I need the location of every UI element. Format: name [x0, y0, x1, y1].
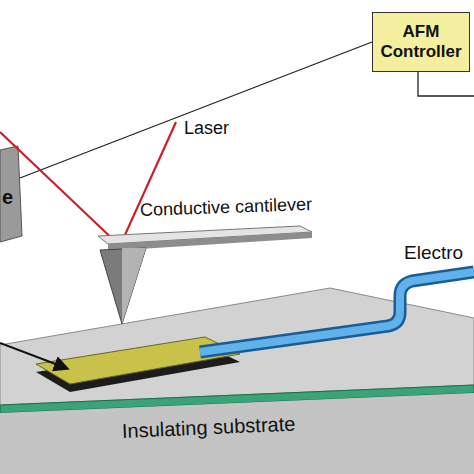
laser-label: Laser	[184, 118, 229, 139]
electrode-wire	[200, 272, 474, 352]
substrate-front	[0, 393, 474, 474]
controller-box: AFM Controller	[372, 12, 470, 72]
tip-left	[100, 248, 146, 324]
electrode-core	[200, 272, 474, 352]
pointer-arrow	[0, 343, 66, 368]
tip-right	[122, 248, 146, 324]
box-text: AFM Controller	[377, 22, 465, 61]
electrode-lead	[418, 72, 474, 96]
photodetector	[0, 146, 22, 242]
laser-beam	[0, 122, 176, 246]
detector-fragment: e	[2, 186, 13, 209]
sample-top	[36, 337, 240, 384]
electrode-label: Electro	[404, 242, 463, 264]
cantilever-label: Conductive cantilever	[140, 194, 313, 221]
detector-wire	[20, 42, 372, 178]
